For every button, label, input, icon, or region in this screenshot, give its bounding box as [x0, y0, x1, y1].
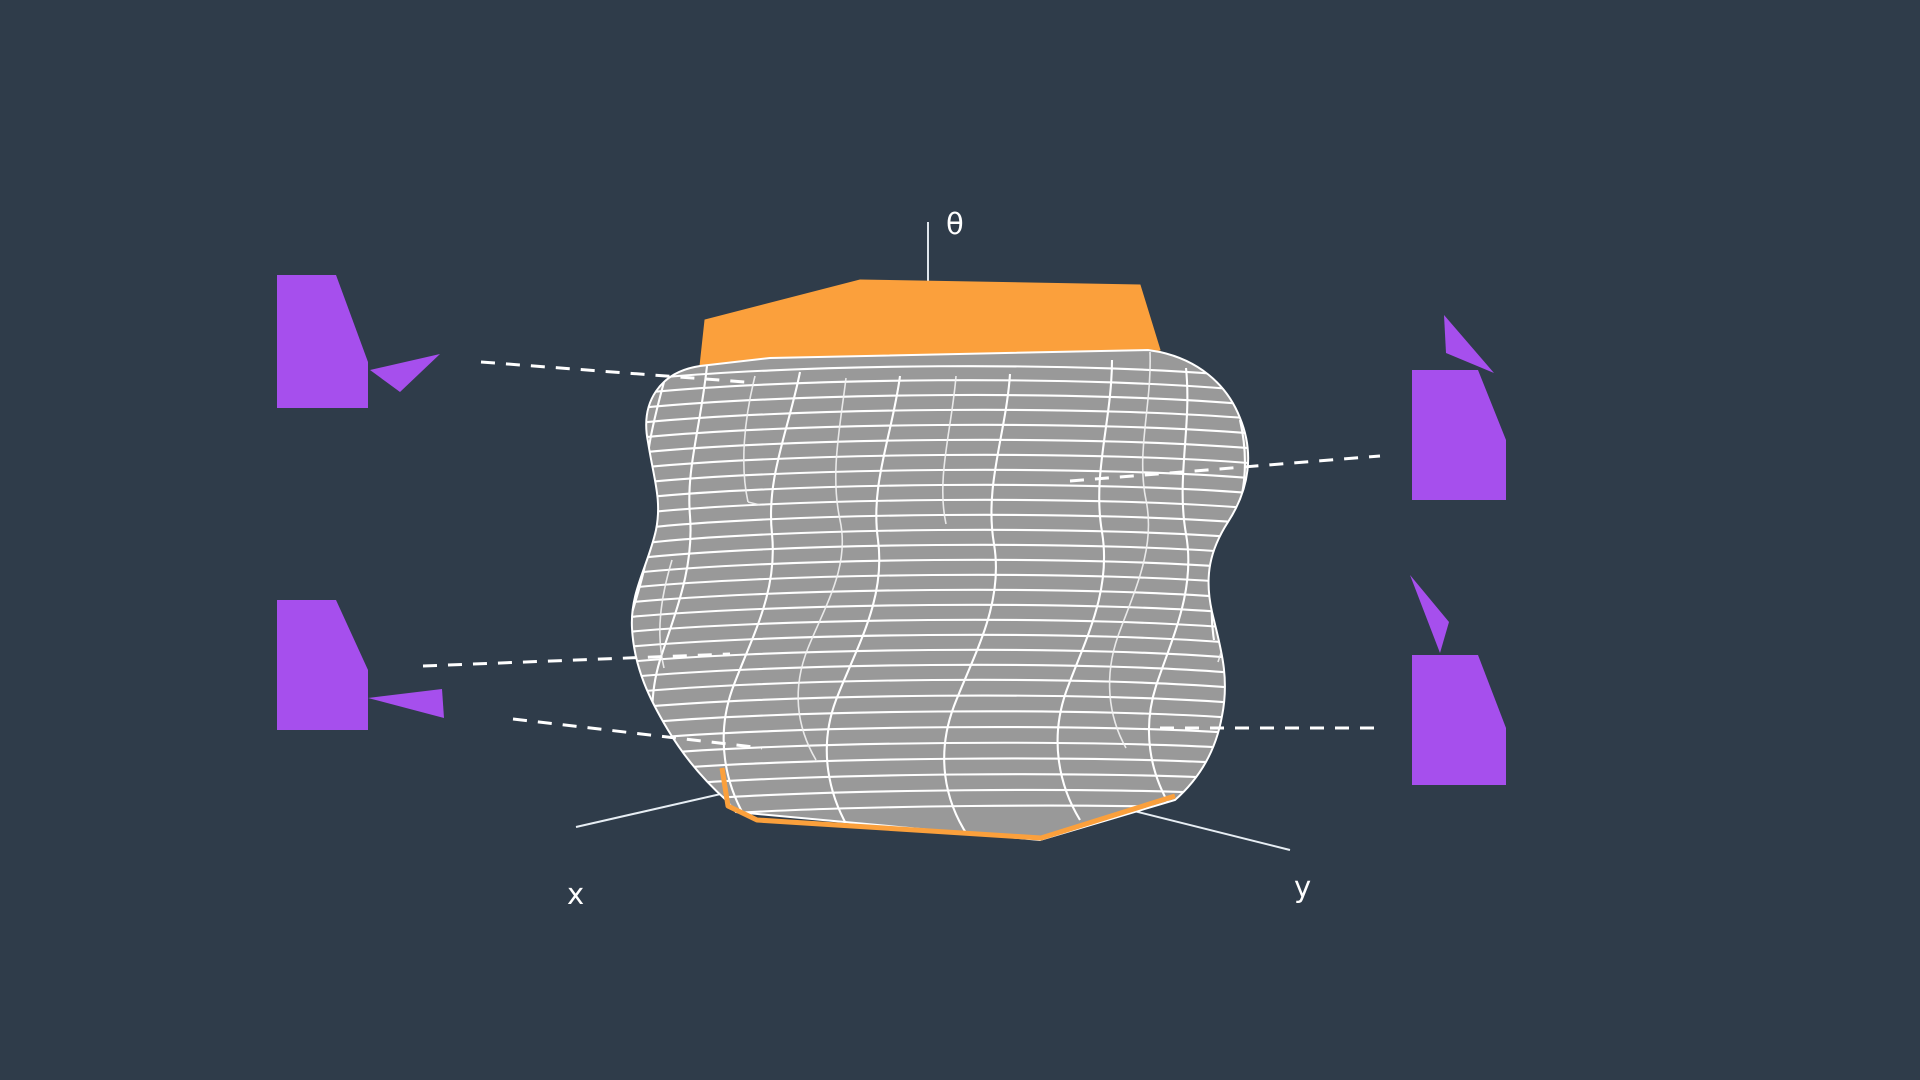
callout-bottom-left-body[interactable] [277, 600, 368, 730]
callout-top-right-body[interactable] [1412, 370, 1506, 500]
callout-top-right-pointer [1444, 315, 1494, 373]
callout-top-left[interactable] [277, 275, 440, 408]
callout-bottom-right-body[interactable] [1412, 655, 1506, 785]
mesh-ridge-contours [659, 351, 1230, 761]
surface-bottom-rim [719, 767, 1176, 841]
y-axis-label: y [1294, 870, 1312, 904]
mesh-latitude-lines [631, 365, 1249, 816]
callout-top-left-body[interactable] [277, 275, 368, 408]
theta-axis-label: θ [946, 207, 964, 241]
leader-bottom-left [512, 717, 763, 750]
callout-markers[interactable] [277, 275, 1506, 785]
callout-bottom-right[interactable] [1410, 575, 1506, 785]
callout-bottom-right-pointer [1410, 575, 1449, 653]
callout-top-left-pointer [370, 354, 440, 392]
x-axis-label: x [567, 877, 585, 911]
leader-upper-left [480, 360, 746, 384]
leader-upper-right [1069, 454, 1381, 483]
leader-lower-left [422, 652, 731, 668]
callout-bottom-left[interactable] [277, 600, 444, 730]
callout-top-right[interactable] [1412, 315, 1506, 500]
callout-bottom-left-pointer [368, 689, 444, 718]
surface-body [630, 348, 1250, 842]
leader-lines [422, 360, 1382, 750]
